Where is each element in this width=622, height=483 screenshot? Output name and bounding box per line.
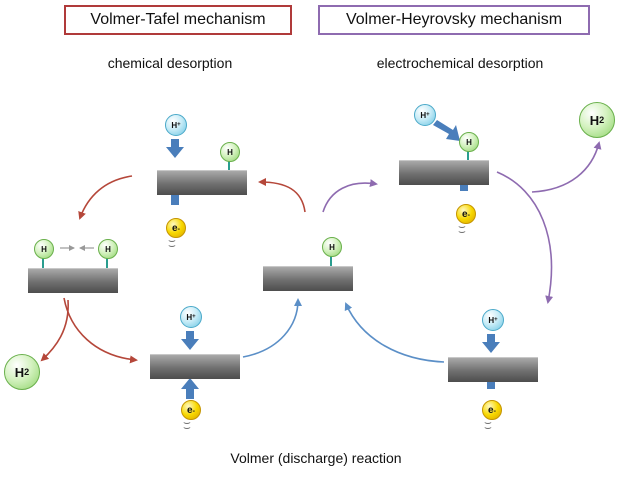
adsorbed-h-center: H [322, 237, 342, 257]
proton-top-right: H+ [414, 104, 436, 126]
proton-arrow-4 [482, 334, 500, 353]
arrow-center-to-top [258, 178, 306, 213]
bond-top-left [228, 160, 230, 170]
electron-arrow-2 [181, 378, 199, 399]
electron-bottom-right: e- [482, 400, 502, 420]
arrow-left-to-bottom [63, 297, 138, 364]
adsorbed-h-top-right: H [459, 132, 479, 152]
electrochemical-desorption-label: electrochemical desorption [376, 55, 544, 71]
electron-top-left: e- [166, 218, 186, 238]
electron-bottom-left: e- [181, 400, 201, 420]
electron-wave-bottom-left: ⌣⌣ [183, 415, 191, 434]
electrode-bottom-left [150, 354, 240, 379]
volmer-reaction-label: Volmer (discharge) reaction [230, 450, 402, 466]
proton-arrow-2 [181, 331, 199, 350]
electron-wave-top-left: ⌣⌣ [168, 233, 176, 252]
electrode-left [28, 268, 118, 293]
arrow-tafel-to-left [78, 175, 133, 220]
electron-top-right: e- [456, 204, 476, 224]
proton-top-left: H+ [165, 114, 187, 136]
electrode-top-left [157, 170, 247, 195]
chemical-desorption-label: chemical desorption [107, 55, 233, 71]
proton-arrow-3 [433, 120, 460, 141]
bond-top-right [467, 150, 469, 160]
bond-left-2 [106, 257, 108, 268]
arrow-desorb-h2-right [531, 141, 602, 193]
electrode-top-right [399, 160, 489, 185]
arrow-desorb-h2-left [40, 299, 69, 362]
adsorbed-h-top-left: H [220, 142, 240, 162]
proton-arrow-1 [166, 139, 184, 158]
electron-wave-top-right: ⌣⌣ [458, 219, 466, 238]
electron-wave-bottom-right: ⌣⌣ [484, 415, 492, 434]
volmer-heyrovsky-title: Volmer-Heyrovsky mechanism [318, 5, 590, 35]
electrode-bottom-right [448, 357, 538, 382]
arrow-bottom-left-to-center [242, 298, 302, 358]
arrow-bottom-right-to-center [344, 302, 445, 363]
proton-bottom-right: H+ [482, 309, 504, 331]
adsorbed-h-left-1: H [34, 239, 54, 259]
proton-bottom-left: H+ [180, 306, 202, 328]
bond-center [330, 255, 332, 266]
electrode-center [263, 266, 353, 291]
arrow-center-to-right-top [322, 179, 378, 213]
arrow-top-right-to-bottom-right [496, 171, 554, 304]
adsorbed-h-left-2: H [98, 239, 118, 259]
volmer-tafel-title: Volmer-Tafel mechanism [64, 5, 292, 35]
bond-left-1 [42, 257, 44, 268]
